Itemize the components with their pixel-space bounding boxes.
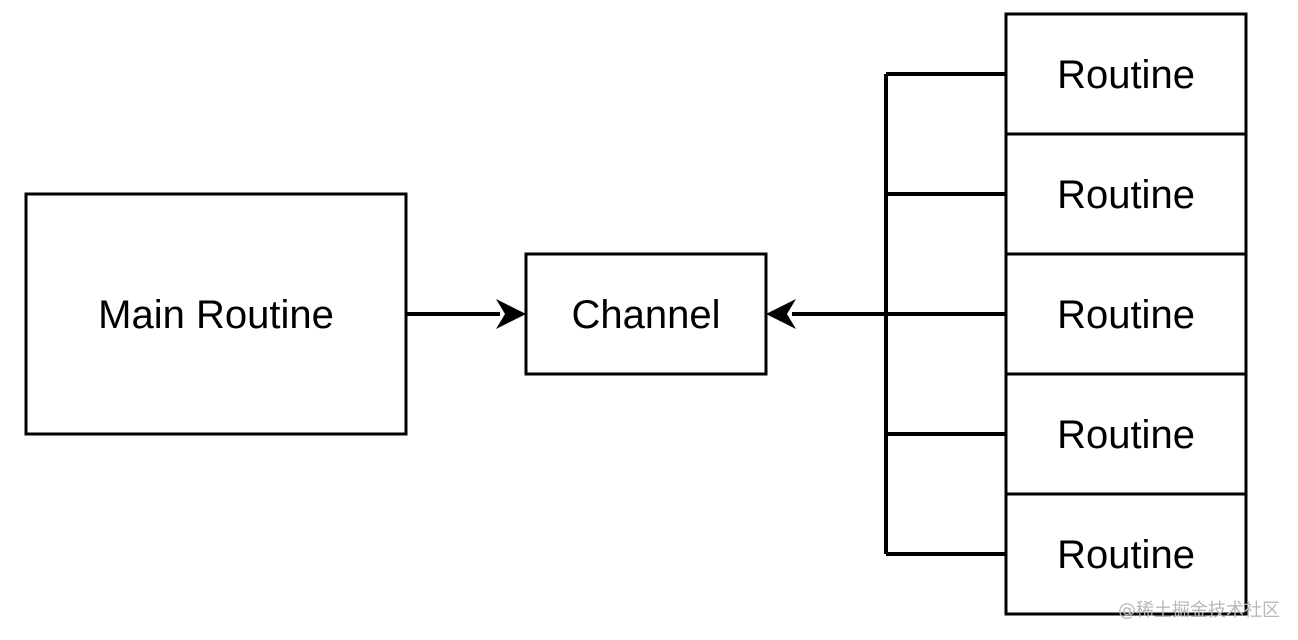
watermark-text: @稀土掘金技术社区 [1118,600,1280,621]
routines-to-channel-connectors [766,72,1006,556]
channel-label: Channel [571,293,720,337]
main-routine-label: Main Routine [98,293,334,337]
routine-node: Routine [1004,372,1248,496]
routine-label: Routine [1057,533,1195,577]
routine-stack: Routine Routine Routine Routine Routine [1004,12,1248,616]
routine-box [1004,132,1248,256]
main-routine-box [24,192,408,436]
routine-node: Routine [1004,12,1248,136]
channel-box [524,252,768,376]
routine-label: Routine [1057,53,1195,97]
channel-node: Channel [524,252,768,376]
main-to-channel-connector [406,299,526,329]
routine-label: Routine [1057,173,1195,217]
routine-label: Routine [1057,293,1195,337]
routine-box [1004,372,1248,496]
bus-to-channel-arrowhead [766,299,796,329]
main-routine-node: Main Routine [24,192,408,436]
routine-node: Routine [1004,252,1248,376]
main-to-channel-arrowhead [496,299,526,329]
routine-label: Routine [1057,413,1195,457]
routine-node: Routine [1004,132,1248,256]
